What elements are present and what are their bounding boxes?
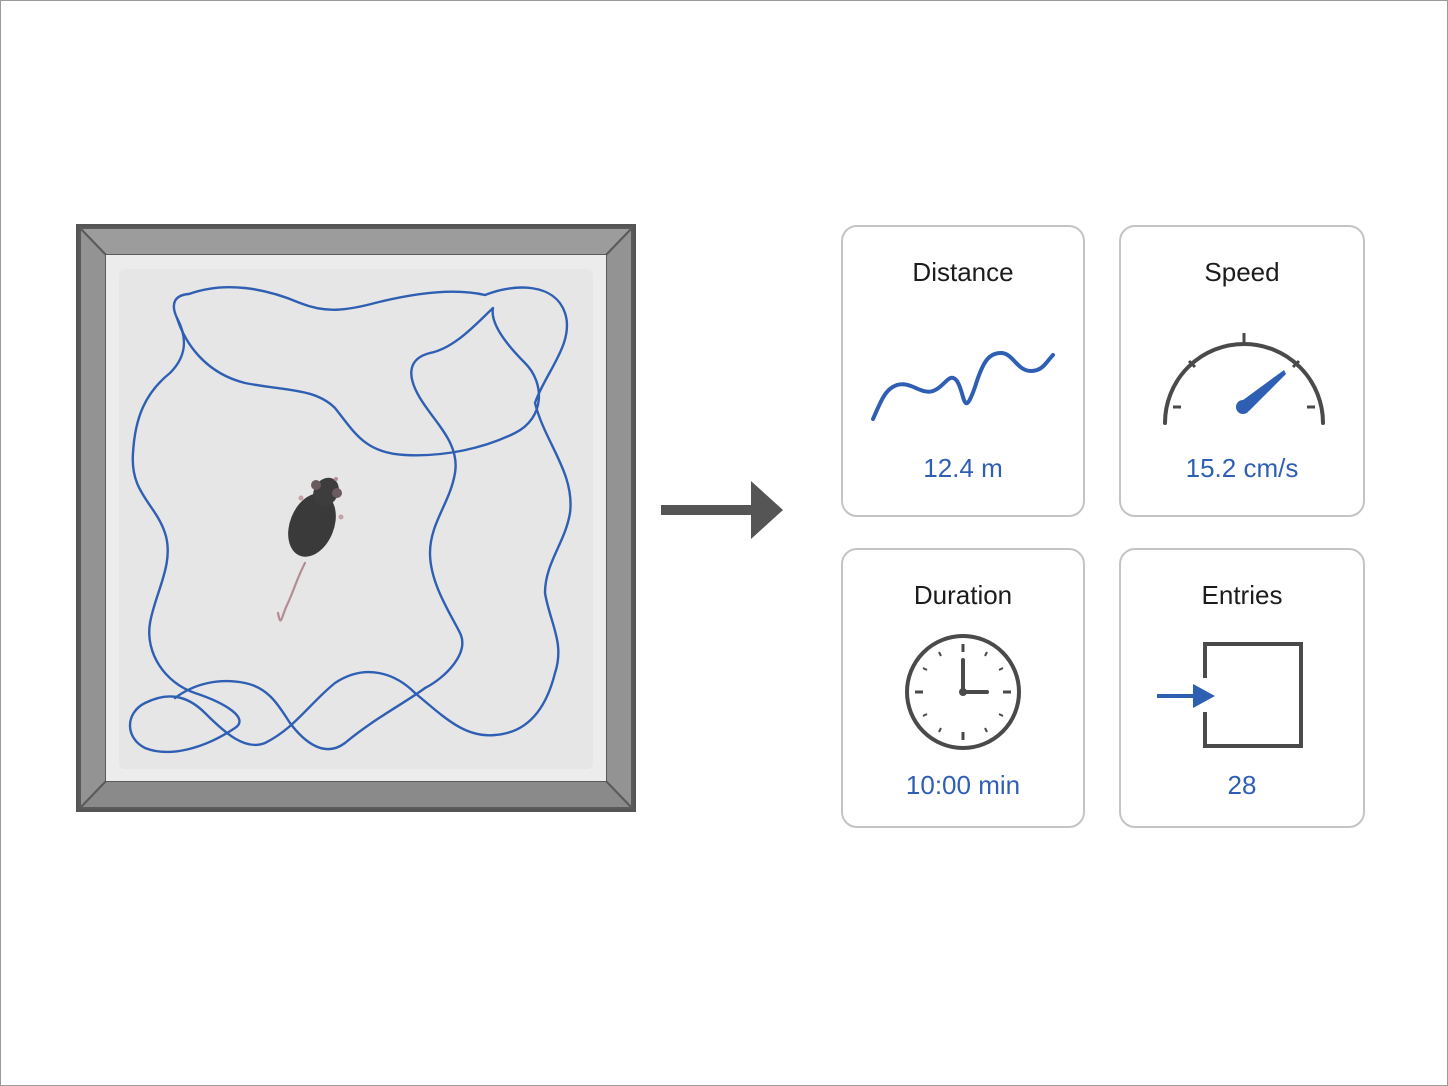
arrow-head [751,481,783,539]
distance-value: 12.4 m [923,453,1003,483]
right-arrow-icon [661,481,783,539]
track-path-inner [173,306,540,751]
gauge-hub [1236,400,1250,414]
arena-wall-top [77,227,635,256]
entry-arrow-head [1193,684,1215,708]
entry-zone-box [1203,642,1303,748]
mouse-paw-right [338,514,344,520]
clock-face [905,634,1021,750]
clock-mark-10 [922,667,928,671]
open-field-arena [76,224,636,812]
arena-wall-left [79,225,107,811]
arena-wall-bottom [77,780,635,809]
mouse-ear-right [332,488,342,498]
gauge-arc [1163,342,1325,425]
speed-value: 15.2 cm/s [1185,453,1299,483]
entries-card: Entries 28 [1119,548,1365,828]
entries-value: 28 [1227,770,1257,800]
clock-mark-2 [998,667,1004,671]
gauge-tick-4 [1291,359,1301,369]
clock-mark-5 [984,727,988,733]
locomotion-track [128,285,572,754]
entries-title: Entries [1201,580,1283,610]
duration-value: 10:00 min [905,770,1021,800]
clock-center [959,688,967,696]
speed-title: Speed [1204,257,1280,287]
mouse-body [288,493,336,557]
entry-arrow-box-icon [1157,642,1303,748]
speed-card: Speed 15.2 cm/s [1119,225,1365,517]
clock-mark-11 [938,651,942,657]
track-path-outer [128,285,572,754]
wavy-line-icon [871,350,1055,421]
mouse-nose [334,477,338,481]
clock-mark-7 [938,727,942,733]
duration-card: Duration 10:00 min [841,548,1085,828]
mouse-illustration [276,477,344,622]
arrow-shaft [661,505,755,515]
gauge-needle [1239,370,1286,411]
arena-floor-inner [119,269,593,769]
clock-mark-1 [984,651,988,657]
gauge-tick-2 [1187,359,1197,369]
mouse-tail [276,561,307,622]
arena-wall-right [605,225,633,811]
duration-title: Duration [913,580,1013,610]
clock-mark-4 [998,713,1004,717]
distance-wave-path [871,350,1055,421]
speedometer-icon [1163,333,1325,425]
mouse-paw-left [298,495,304,501]
clock-icon [905,634,1021,750]
distance-title: Distance [912,257,1014,287]
mouse-ear-left [311,480,321,490]
clock-mark-8 [922,713,928,717]
distance-card: Distance 12.4 m [841,225,1085,517]
